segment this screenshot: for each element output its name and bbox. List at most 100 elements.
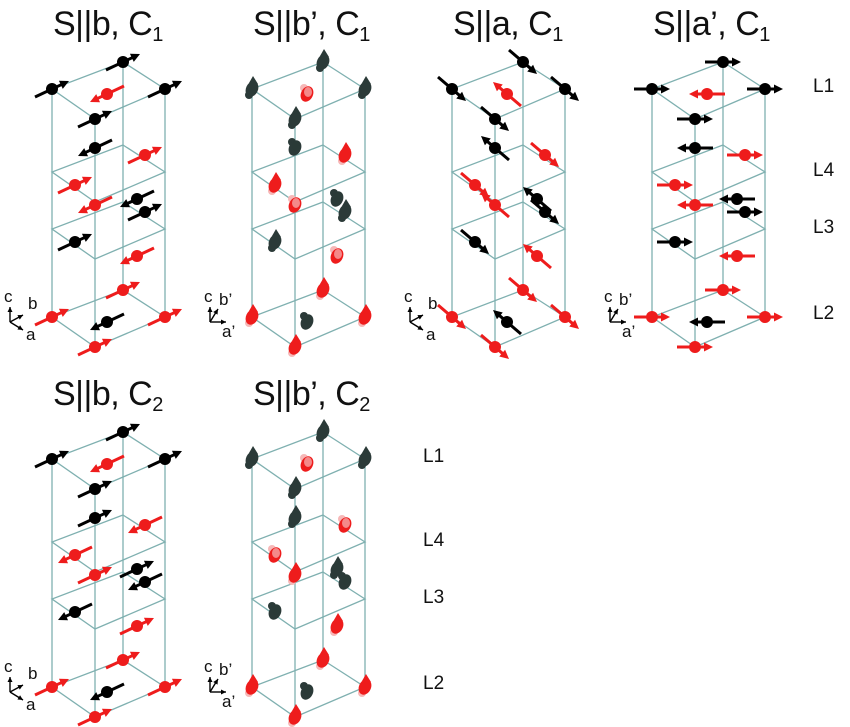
- spin-black: [300, 312, 314, 330]
- layer-label-L3-top: L3: [813, 217, 835, 238]
- axis-label-c: c: [4, 287, 13, 306]
- spin-red: [34, 678, 69, 697]
- layer-label-L1-top: L1: [813, 76, 835, 97]
- spin-red: [245, 674, 259, 697]
- axis-label-b-prime: b’: [619, 290, 633, 309]
- spin-black: [34, 80, 69, 99]
- spin-red: [480, 333, 509, 359]
- spin-red: [90, 454, 125, 473]
- layer-plane-L3: [50, 571, 167, 630]
- spin-black: [338, 199, 352, 222]
- panel-title-main: S||a, C: [453, 5, 553, 43]
- panel-title-subscript: 1: [552, 24, 563, 46]
- spin-red: [78, 195, 113, 214]
- spin-black: [90, 682, 125, 701]
- axis-triad-icon: [607, 307, 626, 325]
- spin-red: [330, 246, 344, 264]
- spin-black: [493, 310, 522, 336]
- spin-red: [77, 708, 112, 727]
- spin-black: [245, 446, 259, 469]
- spin-black: [437, 75, 466, 101]
- axis-label-a: a: [26, 325, 36, 344]
- spin-red: [105, 651, 140, 670]
- spin-black: [77, 480, 112, 499]
- spin-red: [677, 341, 713, 353]
- spin-red: [58, 545, 93, 564]
- spin-black: [58, 602, 93, 621]
- spin-black: [316, 49, 330, 72]
- axis-label-a-prime: a’: [622, 322, 636, 341]
- layer-label-L2-top: L2: [813, 303, 835, 324]
- panel-title-subscript: 1: [759, 24, 770, 46]
- axis-label-c: c: [404, 287, 413, 306]
- spin-black: [78, 138, 113, 157]
- panel-title-subscript: 2: [359, 394, 370, 416]
- spin-red: [705, 284, 741, 296]
- layer-label-L3-bottom: L3: [423, 587, 445, 608]
- spin-red: [330, 613, 344, 636]
- axis-label-c: c: [204, 287, 213, 306]
- spin-black: [77, 509, 112, 528]
- spin-red: [77, 338, 112, 357]
- spin-black: [120, 189, 155, 208]
- spin-red: [689, 88, 725, 100]
- panel-title-main: S||b, C: [53, 375, 153, 413]
- panel-title-main: S||b’, C: [253, 375, 360, 413]
- spin-red: [358, 304, 372, 327]
- axis-label-c: c: [604, 287, 613, 306]
- spin-red: [481, 193, 510, 219]
- spin-black: [677, 113, 713, 125]
- spin-red: [128, 515, 163, 534]
- spin-black: [705, 56, 741, 68]
- spin-black: [460, 228, 489, 254]
- spin-black: [119, 560, 154, 579]
- panel-title-main: S||b, C: [53, 5, 153, 43]
- spin-red: [147, 308, 182, 327]
- spin-black: [288, 138, 302, 156]
- axis-label-a-prime: a’: [222, 692, 236, 711]
- panel-b_C1: [7, 53, 182, 357]
- spin-red: [634, 311, 670, 323]
- spin-black: [677, 142, 713, 154]
- layer-label-L2-bottom: L2: [423, 673, 445, 694]
- layer-plane-L3: [650, 201, 767, 260]
- layer-plane-L3: [50, 201, 167, 260]
- spin-black: [127, 203, 162, 222]
- spin-red: [437, 303, 466, 329]
- layer-label-L4-top: L4: [813, 160, 835, 181]
- axis-triad-icon: [207, 307, 226, 325]
- axis-label-b: b: [28, 664, 38, 683]
- spin-red: [523, 244, 552, 270]
- spin-black: [105, 53, 140, 72]
- spin-red: [338, 142, 352, 165]
- spin-red: [77, 566, 112, 585]
- spin-red: [727, 149, 763, 161]
- axis-triad-icon: [7, 307, 24, 331]
- spin-red: [550, 303, 579, 329]
- spin-black: [530, 198, 559, 224]
- spin-red: [300, 84, 314, 102]
- spin-red: [677, 199, 713, 211]
- spin-red: [147, 678, 182, 697]
- spin-black: [358, 446, 372, 469]
- panel-title: S||a’, C1: [653, 5, 770, 47]
- panel-title-main: S||b’, C: [253, 5, 360, 43]
- axis-label-c: c: [4, 657, 13, 676]
- spin-black: [288, 505, 302, 528]
- spin-black: [508, 48, 537, 74]
- spin-red: [288, 195, 302, 213]
- axis-label-a-prime: a’: [222, 322, 236, 341]
- spin-black: [288, 476, 302, 499]
- layer-plane-L3: [250, 201, 367, 260]
- axis-label-a: a: [26, 695, 36, 714]
- spin-red: [120, 246, 155, 265]
- spin-black: [147, 450, 182, 469]
- spin-black: [330, 556, 344, 579]
- panel-title: S||b’, C1: [253, 5, 370, 47]
- spin-red: [90, 84, 125, 103]
- panel-title-subscript: 1: [152, 24, 163, 46]
- spin-red: [747, 311, 783, 323]
- layer-label-L4-bottom: L4: [423, 530, 445, 551]
- spin-red: [338, 515, 352, 533]
